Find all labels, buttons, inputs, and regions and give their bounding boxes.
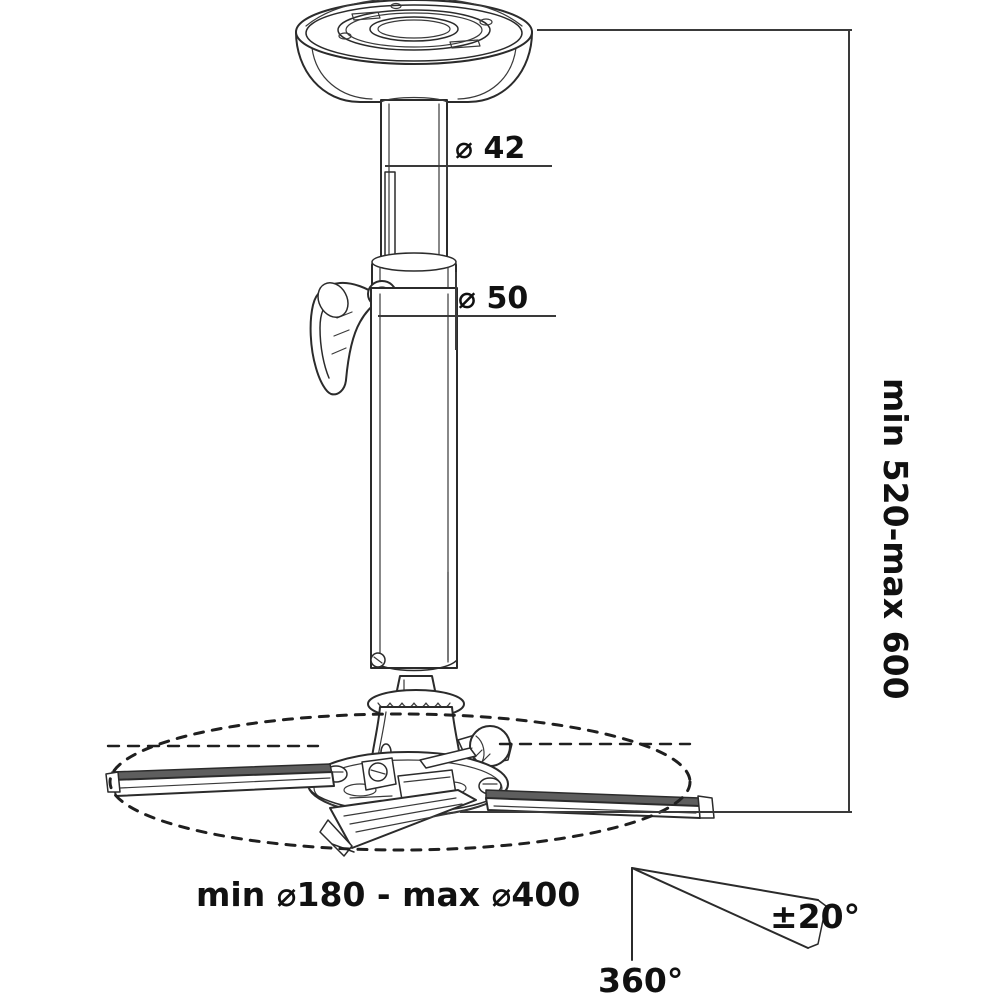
dimension-label-rotation-angle: 360°: [598, 961, 683, 1000]
arm-rear: [419, 747, 477, 769]
dimension-label-spread: min ⌀180 - max ⌀400: [196, 875, 580, 914]
dimension-label-tilt-angle: ±20°: [770, 897, 860, 936]
angle-ray-lower: [631, 867, 809, 949]
angle-ray-upper: [631, 867, 819, 901]
swing-envelope-ellipse: [108, 712, 692, 852]
arm-left: [105, 763, 335, 797]
dimension-label-upper-diameter: ⌀ 42: [455, 131, 525, 166]
dimension-label-lower-diameter: ⌀ 50: [458, 281, 528, 316]
angle-bracket: [807, 899, 827, 949]
upper-telescoping-tube: [380, 96, 448, 269]
dimension-upper-diameter: ⌀ 42: [385, 120, 552, 200]
lower-telescoping-tube: [370, 287, 458, 672]
dimension-height: min 520-max 600: [460, 29, 915, 813]
dimension-label-height: min 520-max 600: [876, 378, 915, 700]
angle-diagram: ±20° 360°: [598, 867, 860, 1000]
dimension-lower-diameter: ⌀ 50: [378, 272, 556, 350]
ceiling-dome-plate: [295, 0, 533, 103]
